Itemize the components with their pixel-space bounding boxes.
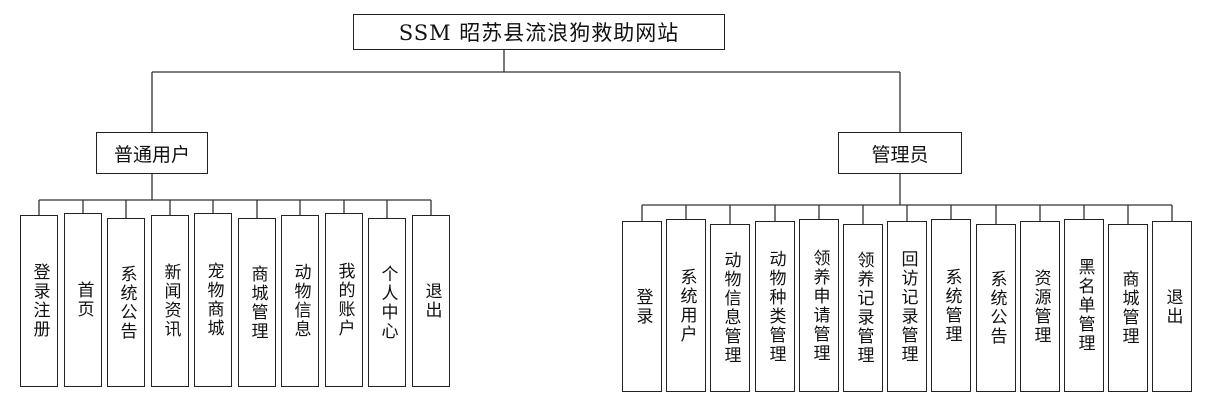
module-label: 领养申请管理 bbox=[809, 248, 830, 363]
system-title: SSM 昭苏县流浪狗救助网站 bbox=[353, 14, 725, 50]
module-box: 领养申请管理 bbox=[799, 219, 839, 392]
module-label: 新闻资讯 bbox=[160, 263, 181, 339]
module-label: 系统公告 bbox=[986, 270, 1007, 346]
module-label: 个人中心 bbox=[377, 264, 398, 341]
module-box: 登录注册 bbox=[20, 215, 58, 387]
module-box: 退出 bbox=[412, 215, 450, 387]
module-label: 我的账户 bbox=[334, 262, 355, 338]
module-box: 个人中心 bbox=[368, 218, 406, 387]
module-label: 退出 bbox=[421, 282, 442, 320]
role-administrator: 管理员 bbox=[838, 132, 962, 174]
module-box: 动物种类管理 bbox=[755, 221, 795, 392]
module-box: 动物信息管理 bbox=[710, 224, 750, 392]
module-label: 登录 bbox=[632, 287, 653, 326]
module-label: 动物信息管理 bbox=[720, 251, 741, 365]
module-label: 系统用户 bbox=[676, 267, 697, 344]
module-label: 系统公告 bbox=[116, 264, 137, 341]
module-box: 登录 bbox=[622, 221, 662, 392]
module-box: 我的账户 bbox=[325, 213, 363, 387]
module-label: 黑名单管理 bbox=[1074, 258, 1095, 353]
module-box: 商城管理 bbox=[1108, 224, 1148, 392]
module-box: 回访记录管理 bbox=[887, 221, 927, 392]
module-box: 商城管理 bbox=[238, 218, 276, 387]
module-label: 领养记录管理 bbox=[853, 251, 874, 365]
module-label: 退出 bbox=[1162, 287, 1183, 326]
module-box: 系统用户 bbox=[666, 219, 706, 392]
module-label: 首页 bbox=[73, 281, 94, 319]
module-box: 动物信息 bbox=[281, 215, 319, 387]
module-box: 首页 bbox=[64, 213, 102, 387]
module-label: 宠物商城 bbox=[203, 262, 224, 338]
module-box: 退出 bbox=[1152, 221, 1192, 392]
module-label: 登录注册 bbox=[29, 263, 50, 339]
module-box: 系统管理 bbox=[931, 219, 971, 392]
module-box: 新闻资讯 bbox=[151, 215, 189, 387]
module-box: 黑名单管理 bbox=[1064, 219, 1104, 392]
module-box: 资源管理 bbox=[1020, 221, 1060, 392]
module-box: 宠物商城 bbox=[194, 213, 232, 387]
role-regular-user: 普通用户 bbox=[96, 132, 208, 174]
module-label: 回访记录管理 bbox=[897, 249, 918, 364]
module-label: 商城管理 bbox=[247, 264, 268, 341]
module-box: 系统公告 bbox=[976, 224, 1016, 392]
module-label: 系统管理 bbox=[941, 267, 962, 344]
module-box: 系统公告 bbox=[107, 218, 145, 387]
module-box: 领养记录管理 bbox=[843, 224, 883, 392]
module-label: 动物信息 bbox=[290, 263, 311, 339]
module-label: 资源管理 bbox=[1030, 268, 1051, 345]
module-label: 动物种类管理 bbox=[765, 249, 786, 364]
module-label: 商城管理 bbox=[1118, 270, 1139, 346]
